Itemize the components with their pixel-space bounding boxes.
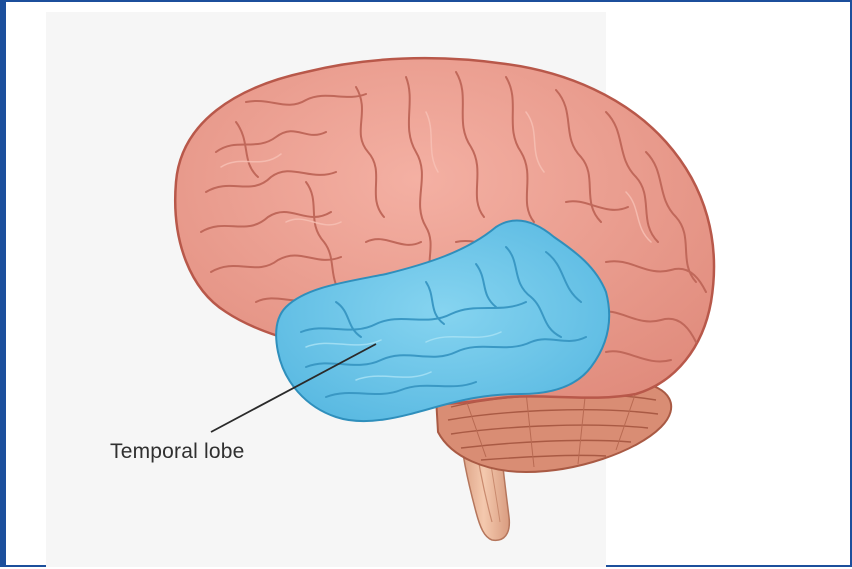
temporal-lobe-label: Temporal lobe <box>110 440 245 464</box>
brain-illustration <box>6 2 852 569</box>
